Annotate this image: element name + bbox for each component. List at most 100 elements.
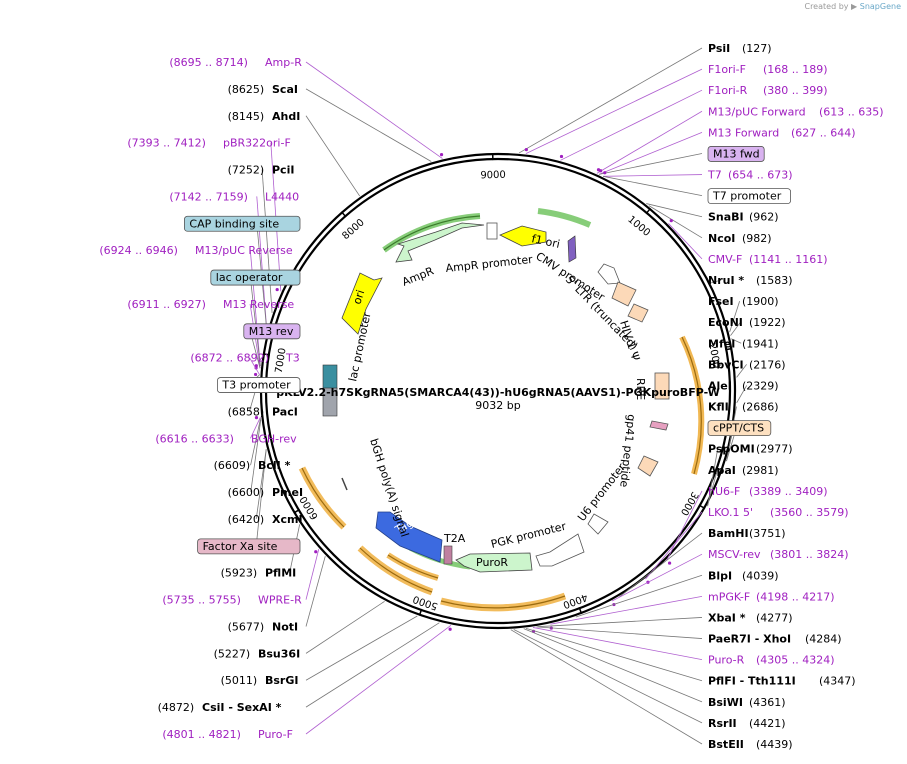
ampr-promoter-box[interactable] (486, 222, 498, 240)
right-label-10[interactable]: CMV-F(1141 .. 1161) (708, 253, 828, 266)
leader-line (575, 574, 703, 618)
left-label-0[interactable]: Amp-R(8695 .. 8714) (169, 56, 302, 69)
right-label-15[interactable]: BbvCI(2176) (708, 358, 786, 371)
left-label-5[interactable]: L4440(7142 .. 7159) (169, 190, 299, 203)
right-label-3[interactable]: M13/pUC Forward(613 .. 635) (708, 105, 884, 118)
left-label-17[interactable]: XcmI(6420) (228, 513, 303, 526)
cmv-promoter-block[interactable] (567, 235, 577, 263)
puror-arrow[interactable] (455, 552, 533, 573)
primer-site-mark (253, 372, 258, 377)
leader-line (736, 364, 747, 378)
left-label-8[interactable]: lac operator (210, 269, 301, 286)
tagbfp-arrow[interactable] (375, 511, 443, 563)
right-label-19[interactable]: PspOMI(2977) (708, 443, 793, 456)
cmv-arrow[interactable] (597, 263, 621, 285)
ltr-block[interactable] (611, 281, 637, 307)
leader-line (711, 279, 722, 284)
right-label-33[interactable]: BstEII(4439) (708, 738, 793, 751)
right-label-6[interactable]: T7(654 .. 673) (707, 169, 793, 182)
ampr-arrow[interactable] (395, 222, 485, 263)
plasmid-length: 9032 bp (475, 399, 520, 412)
left-label-21[interactable]: NotI(5677) (228, 620, 299, 633)
gp41-block[interactable] (649, 420, 669, 431)
left-label-23[interactable]: BsrGI(5011) (221, 674, 299, 687)
right-label-25[interactable]: BlpI(4039) (708, 569, 779, 582)
left-label-18[interactable]: Factor Xa site (197, 538, 301, 555)
feature-badge (216, 377, 301, 393)
right-label-12[interactable]: FseI(1900) (708, 295, 779, 308)
right-label-30[interactable]: PflFI - Tth111I(4347) (708, 675, 856, 688)
right-label-21[interactable]: hU6-F(3389 .. 3409) (708, 485, 828, 498)
right-label-7[interactable]: T7 promoter (707, 188, 791, 205)
right-label-17[interactable]: KflI(2686) (708, 401, 779, 414)
leader-line (731, 338, 742, 344)
left-label-3[interactable]: pBR322ori-F(7393 .. 7412) (127, 137, 290, 150)
primer-site-mark (559, 154, 564, 159)
left-label-16[interactable]: PmeI(6600) (228, 486, 303, 499)
pgk-promoter-arrow[interactable] (535, 533, 585, 567)
left-label-12[interactable]: T3 promoter (216, 377, 301, 393)
right-label-22[interactable]: LKO.1 5'(3560 .. 3579) (708, 506, 849, 519)
tick-mark (418, 608, 423, 616)
left-label-20[interactable]: WPRE-R(5735 .. 5755) (162, 594, 302, 607)
leader-line (249, 357, 260, 375)
right-label-32[interactable]: RsrII(4421) (708, 717, 786, 730)
u6-promoter-arrow[interactable] (587, 513, 609, 535)
primer-site-mark (448, 627, 452, 631)
left-label-13[interactable]: PacI(6858) (228, 405, 298, 418)
feature-badge (707, 188, 791, 205)
left-label-4[interactable]: PciI(7252) (228, 164, 295, 177)
left-label-10[interactable]: M13 rev (243, 323, 301, 340)
left-label-2[interactable]: AhdI(8145) (228, 110, 301, 123)
enzyme-name: PaeR7I - XhoI (708, 633, 791, 646)
left-label-1[interactable]: ScaI(8625) (228, 83, 298, 96)
tick-mark (725, 347, 733, 351)
bgh-polya-marker[interactable] (341, 477, 348, 491)
left-label-22[interactable]: Bsu36I(5227) (214, 647, 301, 660)
right-label-1[interactable]: F1ori-F(168 .. 189) (708, 63, 828, 76)
right-label-31[interactable]: BsiWI(4361) (708, 696, 786, 709)
left-label-19[interactable]: PflMI(5923) (221, 567, 297, 580)
t2a-block[interactable] (443, 545, 453, 565)
rre-block[interactable] (654, 372, 670, 400)
right-label-28[interactable]: PaeR7I - XhoI(4284) (708, 633, 842, 646)
left-label-7[interactable]: M13/pUC Reverse(6924 .. 6946) (99, 244, 292, 257)
cppt-block[interactable] (637, 455, 659, 477)
credit-prefix: Created by (804, 2, 849, 11)
right-label-11[interactable]: NruI *(1583) (708, 274, 793, 287)
right-label-8[interactable]: SnaBI(962) (708, 211, 779, 224)
psi-block[interactable] (627, 303, 649, 323)
right-label-4[interactable]: M13 Forward(627 .. 644) (708, 126, 856, 139)
right-label-20[interactable]: ApaI(2981) (708, 464, 779, 477)
ori-arrow[interactable] (341, 272, 383, 335)
right-label-16[interactable]: AleI(2329) (708, 379, 779, 392)
right-label-23[interactable]: BamHI(3751) (708, 527, 786, 540)
lac-promoter-block[interactable] (322, 387, 338, 417)
right-label-13[interactable]: EcoNI(1922) (708, 316, 786, 329)
left-label-6[interactable]: CAP binding site (183, 215, 301, 232)
right-label-14[interactable]: MfeI(1941) (708, 337, 779, 350)
left-label-24[interactable]: CsiI - SexAI *(4872) (158, 701, 282, 714)
f1-ori-arrow[interactable] (499, 225, 547, 247)
leader-line (602, 175, 703, 197)
right-label-27[interactable]: XbaI *(4277) (708, 611, 793, 624)
left-label-9[interactable]: M13 Reverse(6911 .. 6927) (127, 298, 294, 311)
right-label-26[interactable]: mPGK-F(4198 .. 4217) (708, 590, 835, 603)
left-label-25[interactable]: Puro-F(4801 .. 4821) (162, 728, 293, 741)
left-label-15[interactable]: BclI *(6609) (214, 459, 291, 472)
right-label-5[interactable]: M13 fwd (707, 146, 765, 162)
right-label-18[interactable]: cPPT/CTS (707, 420, 772, 437)
leader-line (255, 449, 267, 546)
orf-arc-inner-line (387, 554, 439, 579)
right-label-24[interactable]: MSCV-rev(3801 .. 3824) (708, 548, 849, 561)
right-label-2[interactable]: F1ori-R(380 .. 399) (708, 84, 828, 97)
right-label-9[interactable]: NcoI(982) (708, 232, 772, 245)
right-label-29[interactable]: Puro-R(4305 .. 4324) (708, 654, 835, 667)
site-position: (654 .. 673) (728, 169, 793, 182)
right-label-0[interactable]: PsiI(127) (708, 42, 772, 55)
tick-label: 2000 (706, 342, 721, 369)
site-position: (4277) (756, 611, 793, 624)
left-label-11[interactable]: T3(6872 .. 6892) (190, 352, 299, 365)
left-label-14[interactable]: BGH-rev(6616 .. 6633) (155, 432, 297, 445)
leader-line (668, 223, 703, 260)
